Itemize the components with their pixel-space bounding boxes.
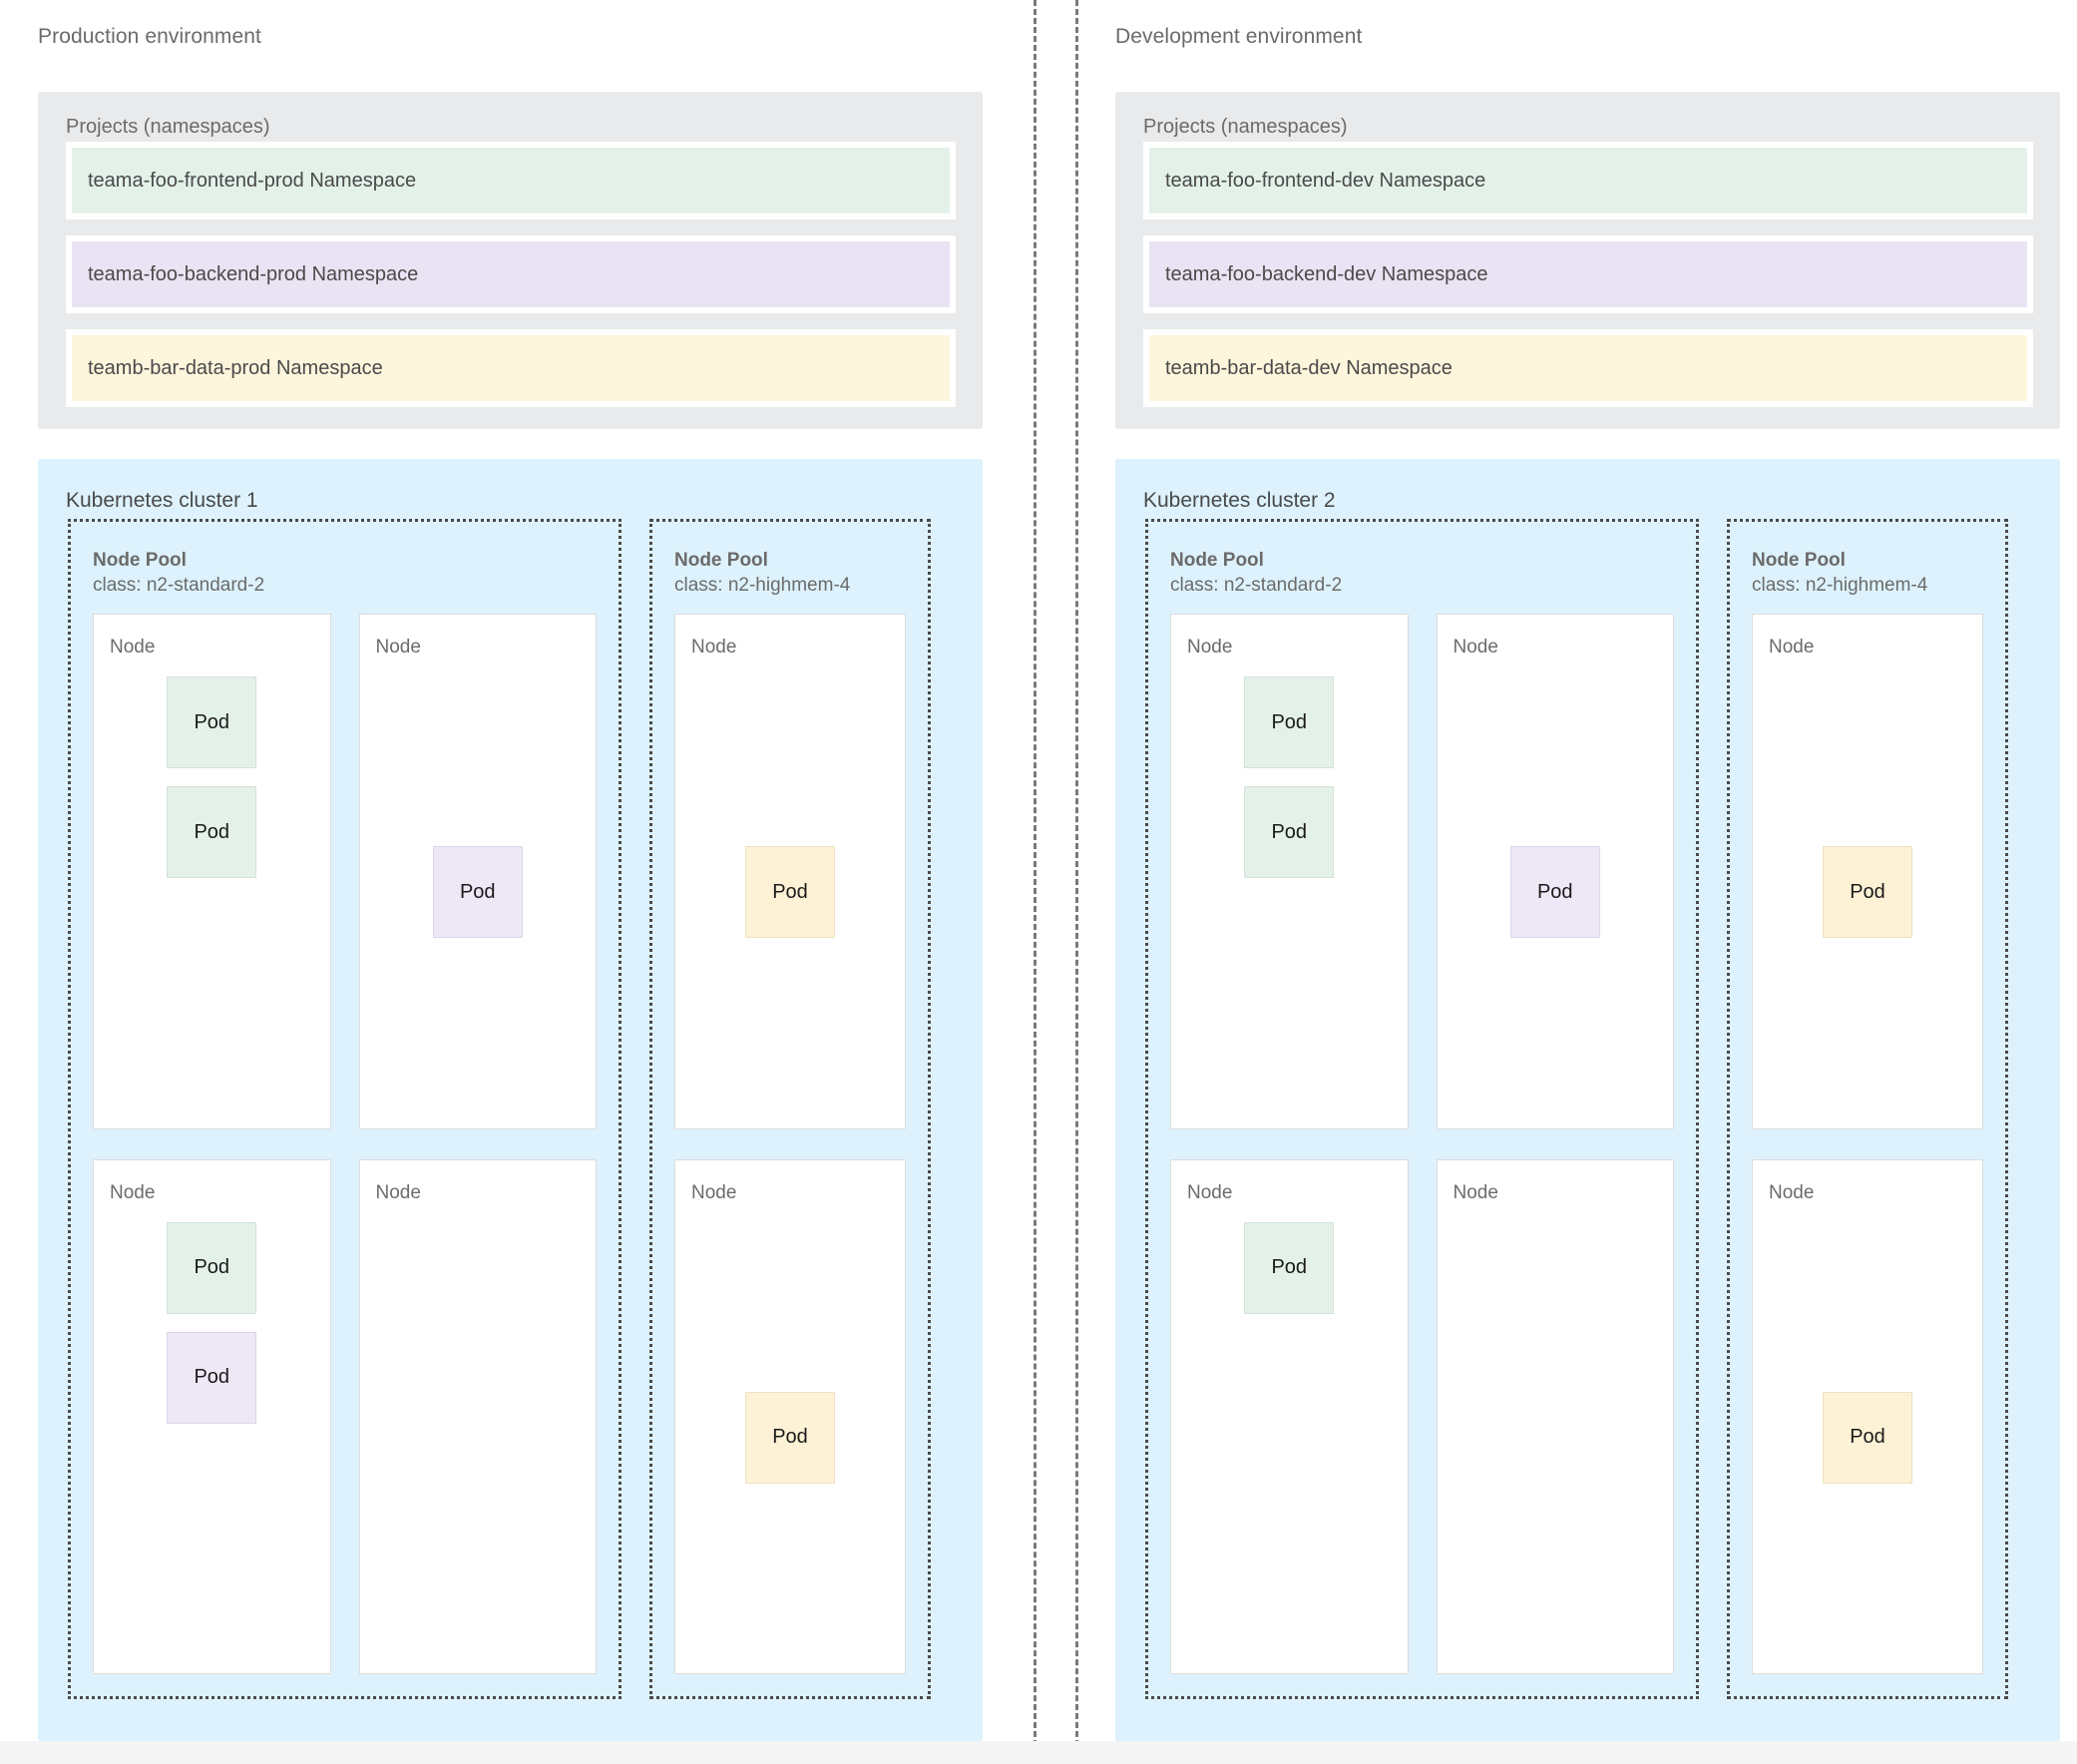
node-pool-class: class: n2-highmem-4 bbox=[674, 575, 851, 597]
node-label: Node bbox=[110, 1181, 156, 1203]
node-grid: Node Pod Node Pod bbox=[1752, 614, 1983, 1674]
pod-stack: Pod bbox=[1753, 1216, 1982, 1660]
node-box[interactable]: Node Pod bbox=[1752, 1158, 1983, 1674]
projects-panel: Projects (namespaces) teama-foo-frontend… bbox=[38, 92, 983, 429]
pod[interactable]: Pod bbox=[432, 846, 523, 939]
pod-stack bbox=[360, 1216, 597, 1660]
node-box[interactable]: Node Pod Pod bbox=[1170, 614, 1409, 1129]
pod[interactable]: Pod bbox=[1823, 846, 1912, 939]
pod-stack bbox=[1438, 1216, 1674, 1660]
node-pool-title: Node Pool bbox=[1752, 550, 1846, 571]
namespace-box[interactable]: teamb-bar-data-dev Namespace bbox=[1143, 329, 2033, 407]
namespace-box[interactable]: teamb-bar-data-prod Namespace bbox=[66, 329, 956, 407]
pod[interactable]: Pod bbox=[1244, 1221, 1335, 1314]
node-pool-label: Node Pool class: n2-highmem-4 bbox=[1752, 548, 1927, 598]
pod-stack: Pod bbox=[1753, 670, 1982, 1114]
environment-development: Development environment Projects (namesp… bbox=[1087, 0, 2077, 1764]
node-label: Node bbox=[691, 637, 737, 658]
node-label: Node bbox=[1769, 637, 1815, 658]
node-box[interactable]: Node Pod bbox=[358, 614, 597, 1129]
pod[interactable]: Pod bbox=[167, 676, 257, 768]
node-pool-label: Node Pool class: n2-highmem-4 bbox=[674, 548, 850, 598]
node-pool: Node Pool class: n2-standard-2 Node Pod … bbox=[68, 519, 622, 1699]
pod-stack: Pod Pod bbox=[1171, 670, 1408, 1114]
node-box[interactable]: Node Pod bbox=[1752, 614, 1983, 1129]
node-box[interactable]: Node Pod bbox=[1436, 614, 1674, 1129]
environment-production: Production environment Projects (namespa… bbox=[10, 0, 1008, 1764]
pod[interactable]: Pod bbox=[1823, 1391, 1912, 1484]
node-pool-class: class: n2-standard-2 bbox=[1170, 575, 1343, 597]
cluster-title: Kubernetes cluster 1 bbox=[66, 489, 258, 512]
pod-stack: Pod bbox=[1438, 670, 1674, 1114]
node-grid: Node Pod Node Pod bbox=[674, 614, 906, 1674]
cluster-title: Kubernetes cluster 2 bbox=[1143, 489, 1336, 512]
node-label: Node bbox=[1453, 637, 1498, 658]
node-pool-label: Node Pool class: n2-standard-2 bbox=[93, 548, 264, 598]
environment-title: Production environment bbox=[38, 25, 261, 48]
environment-divider-left bbox=[1034, 0, 1037, 1764]
node-label: Node bbox=[1187, 637, 1233, 658]
node-grid: Node Pod Pod Node Pod bbox=[1170, 614, 1674, 1674]
kubernetes-cluster-panel: Kubernetes cluster 2 Node Pool class: n2… bbox=[1115, 459, 2060, 1741]
namespace-box[interactable]: teama-foo-backend-dev Namespace bbox=[1143, 235, 2033, 313]
pod-stack: Pod bbox=[360, 670, 597, 1114]
namespace-box[interactable]: teama-foo-backend-prod Namespace bbox=[66, 235, 956, 313]
node-pool-class: class: n2-standard-2 bbox=[93, 575, 265, 597]
pod-stack: Pod bbox=[675, 670, 905, 1114]
environment-divider-right bbox=[1075, 0, 1078, 1764]
node-box[interactable]: Node Pod bbox=[674, 1158, 906, 1674]
node-box[interactable]: Node Pod Pod bbox=[93, 614, 331, 1129]
pod[interactable]: Pod bbox=[1244, 676, 1335, 768]
node-pool-class: class: n2-highmem-4 bbox=[1752, 575, 1928, 597]
node-label: Node bbox=[375, 637, 421, 658]
node-pool-container: Node Pool class: n2-standard-2 Node Pod … bbox=[68, 519, 960, 1699]
node-pool-title: Node Pool bbox=[674, 550, 768, 571]
node-pool-title: Node Pool bbox=[1170, 550, 1264, 571]
node-box[interactable]: Node bbox=[358, 1158, 597, 1674]
node-box[interactable]: Node Pod Pod bbox=[93, 1158, 331, 1674]
footer-strip bbox=[0, 1741, 2077, 1764]
node-box[interactable]: Node Pod bbox=[1170, 1158, 1409, 1674]
namespace-box[interactable]: teama-foo-frontend-prod Namespace bbox=[66, 142, 956, 220]
node-pool-label: Node Pool class: n2-standard-2 bbox=[1170, 548, 1342, 598]
pod[interactable]: Pod bbox=[1509, 846, 1600, 939]
namespace-box[interactable]: teama-foo-frontend-dev Namespace bbox=[1143, 142, 2033, 220]
node-grid: Node Pod Pod Node Pod bbox=[93, 614, 597, 1674]
node-label: Node bbox=[1187, 1181, 1233, 1203]
node-label: Node bbox=[110, 637, 156, 658]
pod[interactable]: Pod bbox=[167, 1221, 257, 1314]
pod-stack: Pod bbox=[675, 1216, 905, 1660]
node-pool: Node Pool class: n2-highmem-4 Node Pod N… bbox=[649, 519, 931, 1699]
node-label: Node bbox=[691, 1181, 737, 1203]
pod[interactable]: Pod bbox=[1244, 786, 1335, 878]
projects-title: Projects (namespaces) bbox=[66, 116, 270, 138]
kubernetes-cluster-panel: Kubernetes cluster 1 Node Pool class: n2… bbox=[38, 459, 983, 1741]
node-pool-container: Node Pool class: n2-standard-2 Node Pod … bbox=[1145, 519, 2037, 1699]
namespace-list: teama-foo-frontend-dev Namespace teama-f… bbox=[1143, 138, 2033, 407]
node-label: Node bbox=[1453, 1181, 1498, 1203]
node-box[interactable]: Node Pod bbox=[674, 614, 906, 1129]
node-label: Node bbox=[375, 1181, 421, 1203]
environment-title: Development environment bbox=[1115, 25, 1363, 48]
projects-title: Projects (namespaces) bbox=[1143, 116, 1348, 138]
pod-stack: Pod Pod bbox=[94, 670, 330, 1114]
node-label: Node bbox=[1769, 1181, 1815, 1203]
pod[interactable]: Pod bbox=[745, 1391, 835, 1484]
node-pool: Node Pool class: n2-highmem-4 Node Pod N… bbox=[1727, 519, 2008, 1699]
namespace-list: teama-foo-frontend-prod Namespace teama-… bbox=[66, 138, 956, 407]
node-pool-title: Node Pool bbox=[93, 550, 187, 571]
projects-panel: Projects (namespaces) teama-foo-frontend… bbox=[1115, 92, 2060, 429]
pod[interactable]: Pod bbox=[167, 1331, 257, 1424]
node-pool: Node Pool class: n2-standard-2 Node Pod … bbox=[1145, 519, 1699, 1699]
pod-stack: Pod Pod bbox=[94, 1216, 330, 1660]
pod[interactable]: Pod bbox=[167, 786, 257, 878]
pod-stack: Pod bbox=[1171, 1216, 1408, 1660]
pod[interactable]: Pod bbox=[745, 846, 835, 939]
node-box[interactable]: Node bbox=[1436, 1158, 1674, 1674]
